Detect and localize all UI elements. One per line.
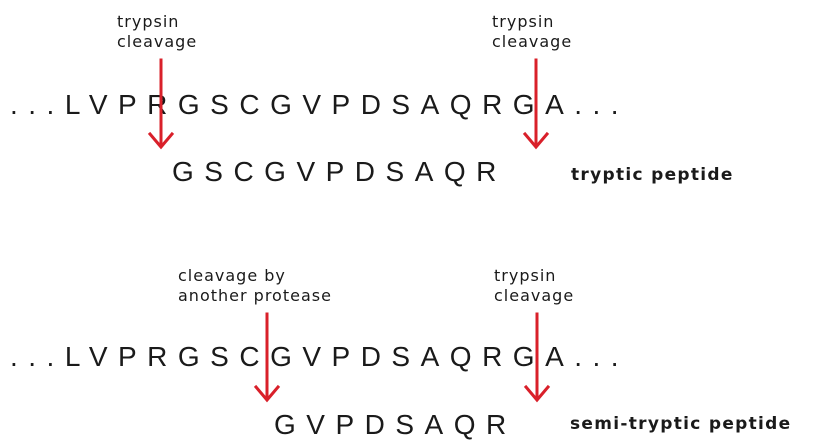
top-peptide-sequence: GSCGVPDSAQR	[172, 156, 507, 187]
top-peptide-label: tryptic peptide	[571, 165, 734, 185]
bottom-left-cleavage-label: cleavage by another protease	[178, 266, 332, 305]
top-left-label-line2: cleavage	[117, 31, 198, 51]
bottom-right-label-line1: trypsin	[494, 266, 557, 285]
top-protein-sequence: ...LVPRGSCGVPDSAQRGA...	[10, 89, 630, 120]
bottom-left-arrow-head	[253, 384, 281, 403]
bottom-peptide-label: semi-tryptic peptide	[570, 414, 792, 434]
bottom-right-label-line2: cleavage	[494, 285, 575, 305]
bottom-right-arrow-head	[523, 384, 551, 403]
top-right-cleavage-label: trypsin cleavage	[492, 12, 572, 51]
bottom-protein-sequence: ...LVPRGSCGVPDSAQRGA...	[10, 341, 630, 372]
bottom-left-label-line1: cleavage by	[178, 266, 286, 285]
top-left-cleavage-label: trypsin cleavage	[117, 12, 197, 51]
bottom-left-label-line2: another protease	[178, 285, 332, 305]
top-right-label-line1: trypsin	[492, 12, 555, 31]
top-left-arrow-head	[147, 131, 175, 150]
top-right-label-line2: cleavage	[492, 31, 573, 51]
bottom-right-cleavage-label: trypsin cleavage	[494, 266, 574, 305]
bottom-peptide-sequence: GVPDSAQR	[274, 409, 517, 440]
top-right-arrow-head	[522, 131, 550, 150]
top-left-label-line1: trypsin	[117, 12, 180, 31]
